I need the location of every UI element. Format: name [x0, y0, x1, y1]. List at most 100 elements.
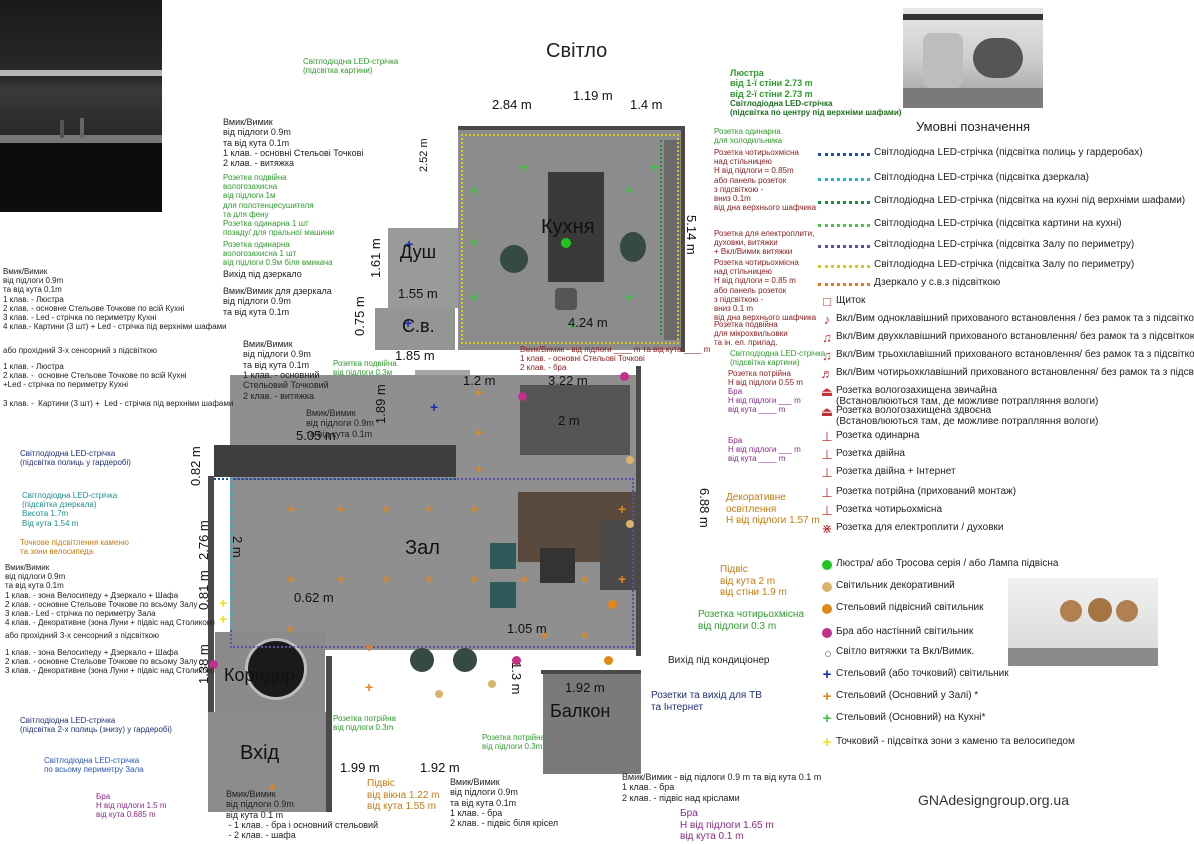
legend-item: Дзеркало у с.в.з підсвіткою [818, 275, 1178, 293]
legend-dot [822, 628, 832, 638]
balcony-wall [541, 670, 641, 674]
dim: 6.88 m [697, 488, 712, 528]
stone-spot: + [219, 611, 228, 627]
note-bra2: Бра Н від підлоги ___ m від кута ____ m [728, 436, 801, 464]
legend-item: +Стельовий (або точковий) світильник [818, 666, 1178, 684]
hall-wall-left [208, 476, 214, 712]
decorative-light [626, 456, 634, 464]
legend-label: Світлодіодна LED-стрічка (підсвітка поли… [874, 147, 1143, 158]
mid-wall [326, 656, 332, 812]
bed [520, 385, 630, 455]
legend-dot [822, 560, 832, 570]
dim: 2 m [558, 413, 580, 428]
kitchen-counter [664, 140, 680, 340]
ceiling-light: + [286, 621, 295, 637]
dim: 0.62 m [294, 590, 334, 605]
room-shower: Душ [400, 242, 437, 262]
legend-socket-icon: ♪ [823, 312, 831, 327]
decorative-light [626, 520, 634, 528]
legend-item: Стельовий підвісний світильник [818, 600, 1178, 618]
wall-sconce [620, 372, 629, 381]
legend-light-dot-icon [818, 601, 836, 617]
legend-item: □Щиток [818, 293, 1178, 311]
legend-hood-light-icon [818, 645, 836, 661]
legend-light-dot-icon [818, 579, 836, 595]
legend-item: ♫Вкл/Вим двухклавішний прихованого встан… [818, 329, 1194, 347]
note-led-polyts: Світлодіодна LED-стрічка (підсвітка поли… [20, 449, 131, 468]
legend-socket-icon: ⏏ [820, 384, 834, 399]
ceiling-light: + [475, 461, 484, 477]
dim: 2.84 m [492, 97, 532, 112]
legend-item: ♫Вкл/Вим трьохклавішний прихованого вста… [818, 347, 1194, 365]
legend-label: Розетка потрійна (прихований монтаж) [836, 486, 1017, 497]
legend-ceiling-light-icon: + [822, 734, 832, 751]
legend-label: Вкл/Вим чотирьохклавішний прихованого вс… [836, 367, 1194, 378]
mirror-led [230, 478, 232, 628]
sofa-seat [600, 520, 636, 590]
dim: 1.55 m [398, 286, 438, 301]
legend-label: Бра або настінний світильник [836, 626, 974, 637]
legend-label: Світлодіодна LED-стрічка (підсвітка Залу… [874, 239, 1135, 250]
legend-label: Світлодіодна LED-стрічка (підсвітка Залу… [874, 259, 1135, 270]
legend-label: Світло витяжки та Вкл/Вимик. [836, 646, 975, 657]
note-rozetky-tv: Розетки та вихід для ТВ та Інтернет [651, 690, 762, 713]
legend-item: ♪Вкл/Вим одноклавішний прихованого встан… [818, 311, 1194, 329]
legend-item: ⊥Розетка двійна [818, 446, 1178, 464]
legend-item: Бра або настінний світильник [818, 624, 1178, 642]
legend-item: Світлодіодна LED-стрічка (підсвітка поли… [818, 145, 1178, 163]
legend-label: Світлодіодна LED-стрічка (підсвітка карт… [874, 218, 1122, 229]
decorative-light [435, 690, 443, 698]
legend-item: Люстра/ або Тросова серія / або Лампа пі… [818, 556, 1178, 574]
dim: 0.75 m [352, 296, 367, 336]
ceiling-light: + [287, 571, 296, 587]
chair [500, 245, 528, 273]
legend-socket-icon: ⊥ [821, 447, 833, 462]
legend-item: +Стельовий (Основний) на Кухні* [818, 710, 1178, 728]
note-rozetka-potr3: Розетка потрійна від підлоги 0.3m [482, 733, 545, 752]
kitchen-light: + [470, 289, 479, 305]
note-rozetka-potr: Розетка подвійна від підлоги 0.3м [333, 359, 397, 378]
note-led-shafy: Світлодіодна LED-стрічка (підсвітка по ц… [730, 99, 902, 118]
legend-dot [825, 651, 831, 657]
note-rozetka-3x: Розетка потрійна Н від підлоги 0.55 m [728, 369, 803, 388]
note-left-alt: 1 клав. - Люстра 2 клав. - основне Стель… [3, 362, 234, 408]
ceiling-light: + [337, 501, 346, 517]
legend-led-line-icon [818, 178, 870, 181]
legend-label: Розетка одинарна [836, 430, 920, 441]
kitchen-led-green [660, 140, 662, 335]
legend-label: Розетка двійна [836, 448, 905, 459]
spot-light: + [404, 315, 413, 331]
legend-item: Світлодіодна LED-стрічка (підсвітка на к… [818, 193, 1185, 211]
legend-dot [822, 582, 832, 592]
room-entry: Вхід [240, 742, 280, 764]
ceiling-light: + [580, 627, 589, 643]
note-pidvis: Підвіс від кута 2 m від стіни 1.9 m [720, 564, 787, 598]
armchair [490, 582, 516, 608]
note-bra1: Бра Н від підлоги ___ m від кута ____ m [728, 387, 801, 415]
note-vmyk-bottom2: Вмик/Вимик від підлоги 0.9m та від кута … [450, 777, 559, 829]
dim: 5.05 m [296, 428, 336, 443]
legend-light-dot-icon [818, 625, 836, 641]
dim: 5.14 m [684, 215, 699, 255]
note-rozetka-4x-2: Розетка чотирьохмісна над стільницею Н в… [714, 258, 817, 323]
legend-label: Розетка вологозахищена звичайна (Встанов… [836, 385, 1099, 407]
dim: 1.19 m [573, 88, 613, 103]
ceiling-light: + [520, 571, 529, 587]
note-rozetka-kholod: Розетка одинарна для холодильника [714, 127, 783, 146]
legend-socket-icon: ♫ [822, 348, 832, 363]
legend-label: Стельовий (Основний у Залі) * [836, 690, 979, 701]
legend-label: Точковий - підсвітка зони з каменю та ве… [836, 736, 1075, 747]
note-vmyk-balkon: Вмик/Вимик - від підлоги 0.9 m та від ку… [622, 772, 822, 803]
wall-sconce [209, 660, 218, 669]
legend-item: Світло витяжки та Вкл/Вимик. [818, 644, 1178, 662]
legend-socket-icon: ⋇ [821, 521, 833, 536]
legend-socket-icon: ⊥ [821, 429, 833, 444]
pendant-light [608, 600, 617, 609]
kitchen-light: + [470, 234, 479, 250]
lamp-photo [1008, 578, 1158, 666]
kitchen-led-yellow [461, 134, 679, 344]
legend-light-dot-icon [818, 557, 836, 573]
note-bra-entry: Бра Н від підлоги 1.5 m від кута 0.685 m [96, 792, 167, 820]
armchair [410, 648, 434, 672]
note-led-perym: Світлодіодна LED-стрічка по всьому перим… [44, 756, 144, 775]
